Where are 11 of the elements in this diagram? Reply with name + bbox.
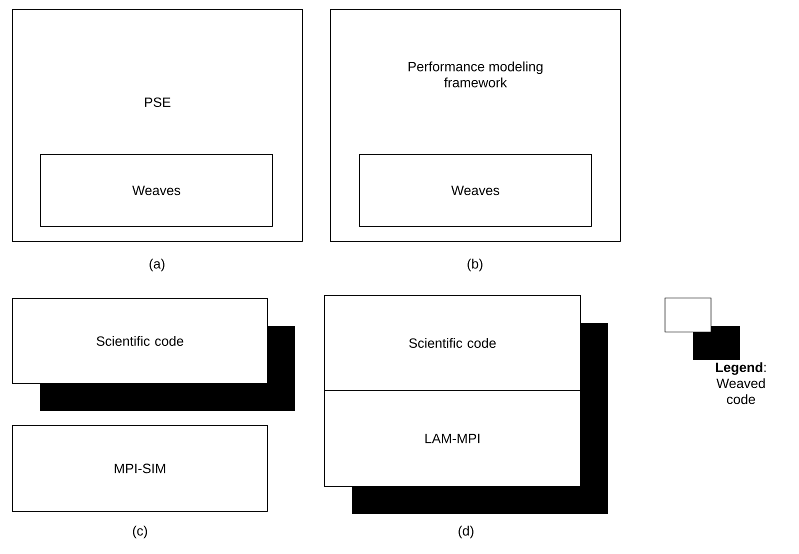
- component-box: LAM-MPI: [324, 390, 581, 487]
- panel-caption: (a): [150, 258, 164, 272]
- panel-caption: (c): [132, 526, 148, 538]
- component-box: Weaves: [40, 154, 273, 227]
- legend-text: Legend: Weaved code: [716, 362, 766, 404]
- component-box: Scientific code: [324, 295, 581, 391]
- component-box: Scientific code: [12, 298, 268, 384]
- component-box: Weaves: [359, 154, 592, 227]
- panel-caption: (d): [458, 526, 474, 538]
- panel-caption: (b): [468, 258, 482, 272]
- component-box: MPI-SIM: [12, 425, 268, 512]
